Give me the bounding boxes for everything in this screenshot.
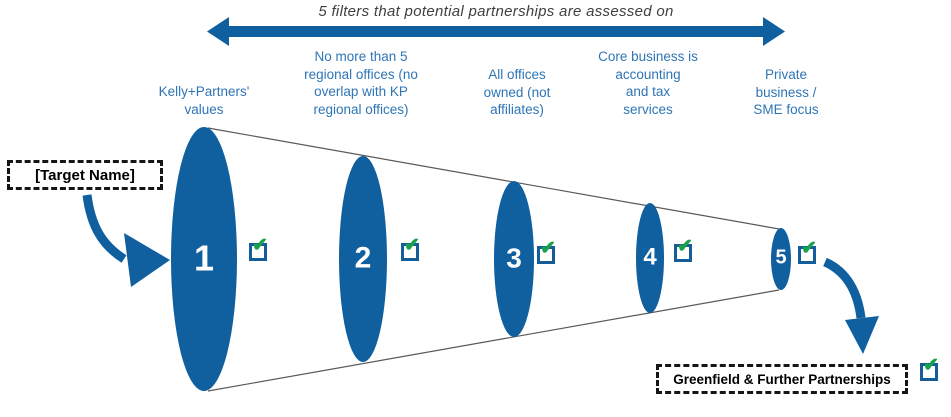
checkmark-icon: ✔ xyxy=(252,235,268,256)
diagram-title: 5 filters that potential partnerships ar… xyxy=(318,3,674,20)
filter-label-4: Core business is accounting and tax serv… xyxy=(598,49,698,117)
stage-ellipse-1 xyxy=(171,127,237,391)
double-arrow-icon xyxy=(207,17,785,46)
stage-ellipse-3 xyxy=(494,181,534,337)
checkmark-icon: ✔ xyxy=(540,238,556,259)
stage-number-5: 5 xyxy=(775,246,787,269)
stage-ellipse-5 xyxy=(771,228,791,290)
filter-label-2: No more than 5 regional offices (no over… xyxy=(304,49,418,117)
target-name-label: [Target Name] xyxy=(35,166,135,184)
target-entry-arrow-icon xyxy=(82,194,127,263)
checkmark-icon: ✔ xyxy=(923,355,939,376)
stage-number-3: 3 xyxy=(506,242,522,274)
target-name-box[interactable]: [Target Name] xyxy=(7,160,163,190)
stage-number-2: 2 xyxy=(354,241,372,275)
filter-label-1: Kelly+Partners' values xyxy=(158,84,250,117)
filter-label-5: Private business / SME focus xyxy=(753,67,819,117)
checkmark-icon: ✔ xyxy=(404,235,420,256)
filter-label-3: All offices owned (not affiliates) xyxy=(483,67,551,117)
outcome-box[interactable]: Greenfield & Further Partnerships xyxy=(656,364,908,394)
outcome-exit-arrowhead-icon xyxy=(845,316,879,354)
target-entry-arrowhead-icon xyxy=(124,233,170,287)
checked-checkbox-icon-2[interactable]: ✔ xyxy=(401,236,420,261)
outcome-label: Greenfield & Further Partnerships xyxy=(673,371,891,387)
stage-ellipse-2 xyxy=(339,156,387,362)
checked-checkbox-icon-1[interactable]: ✔ xyxy=(249,236,268,261)
checkmark-icon: ✔ xyxy=(801,238,817,259)
funnel-top-line xyxy=(207,127,780,230)
checkmark-icon: ✔ xyxy=(677,236,693,257)
stage-number-1: 1 xyxy=(193,237,215,279)
stage-number-4: 4 xyxy=(643,243,657,271)
checked-checkbox-icon-outcome[interactable]: ✔ xyxy=(920,356,939,381)
outcome-exit-arrow-icon xyxy=(822,257,866,319)
stage-ellipse-4 xyxy=(636,203,664,313)
checked-checkbox-icon-4[interactable]: ✔ xyxy=(674,237,693,262)
checked-checkbox-icon-5[interactable]: ✔ xyxy=(798,239,817,264)
checked-checkbox-icon-3[interactable]: ✔ xyxy=(537,239,556,264)
funnel-bottom-line xyxy=(207,289,780,392)
